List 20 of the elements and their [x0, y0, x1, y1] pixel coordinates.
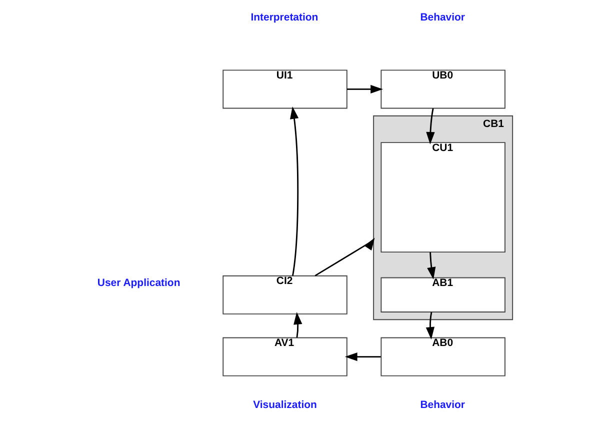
node-box: AB1 [380, 277, 505, 312]
node-box: CI2 [222, 275, 347, 314]
arrow [289, 106, 298, 276]
label: Behavior [420, 12, 465, 24]
arrow [425, 312, 434, 340]
node-box: CU1 [380, 142, 505, 253]
arrow [426, 108, 434, 144]
arrow [314, 238, 374, 276]
label: Behavior [420, 400, 465, 412]
node-box: UI1 [222, 70, 347, 109]
label: Interpretation [250, 12, 318, 24]
node-box: AB0 [380, 337, 505, 376]
label: Visualization [252, 400, 316, 412]
arrow [344, 352, 380, 362]
node-box: UB0 [380, 70, 505, 109]
arrow [426, 252, 436, 280]
arrow [346, 84, 382, 94]
node-box: AV1 [222, 337, 347, 376]
label: User Application [96, 278, 180, 290]
arrow [293, 312, 302, 338]
